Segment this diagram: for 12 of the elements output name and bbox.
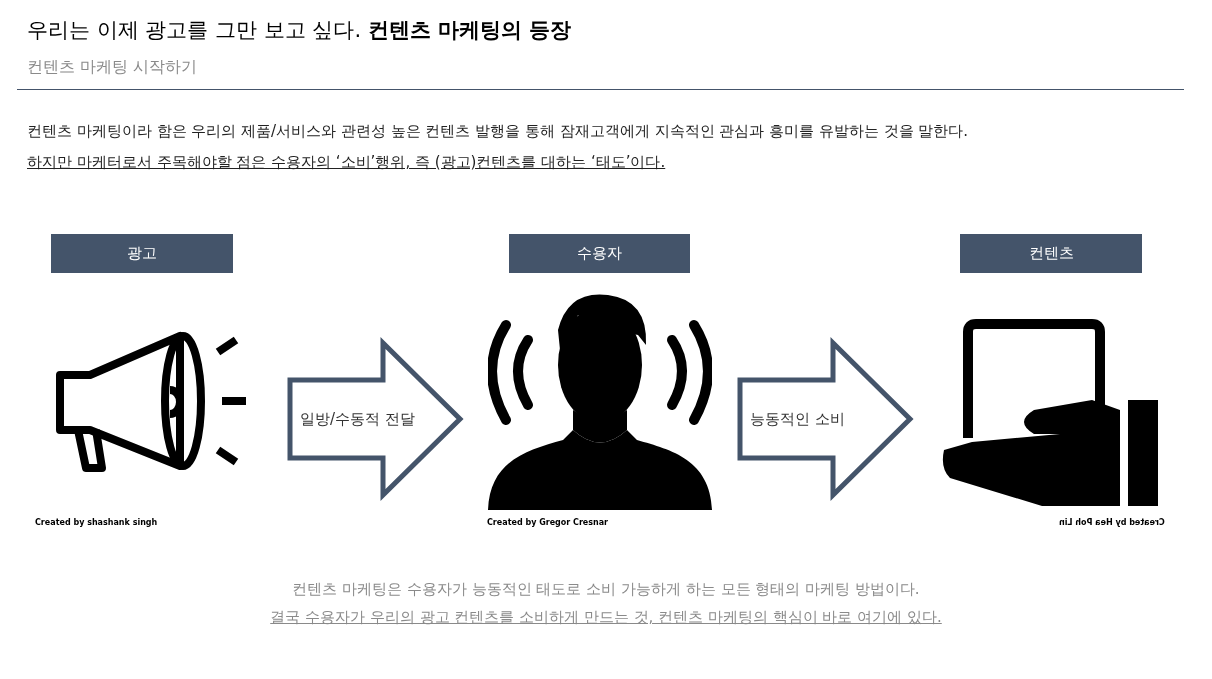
- header-box: 컨텐츠: [960, 234, 1142, 273]
- header-box: 광고: [51, 234, 233, 273]
- summary-text: 결국 수용자가 우리의 광고 컨텐츠를 소비하게 만드는 것, 컨텐츠 마케팅의 핵심이 바로 여기에 있다.: [270, 608, 942, 626]
- summary-text: 컨텐츠 마케팅은 수용자가 능동적인 태도로 소비 가능하게 하는 모든 형태의 마케팅 방법이다.: [292, 580, 920, 598]
- attribution-text: Created by Gregor Cresnar: [487, 517, 609, 529]
- attribution-text: Created by shashank singh: [35, 517, 158, 529]
- header-box: 수용자: [509, 234, 690, 273]
- title: 우리는 이제 광고를 그만 보고 싶다. 컨텐츠 마케팅의 등장: [27, 17, 572, 44]
- attribution-text: Created by Hea Poh Lin: [1059, 517, 1165, 529]
- subtitle: 컨텐츠 마케팅 시작하기: [27, 56, 198, 78]
- paragraph: 컨텐츠 마케팅이라 함은 우리의 제품/서비스와 관련성 높은 컨텐츠 발행을 통해 잠재고객에게 지속적인 관심과 흥미를 유발하는 것을 말한다.: [27, 121, 969, 142]
- paragraph: 하지만 마케터로서 주목해야할 점은 수용자의 ‘소비’행위, 즉 (광고)컨텐츠를 대하는 ‘태도’이다.: [27, 152, 666, 173]
